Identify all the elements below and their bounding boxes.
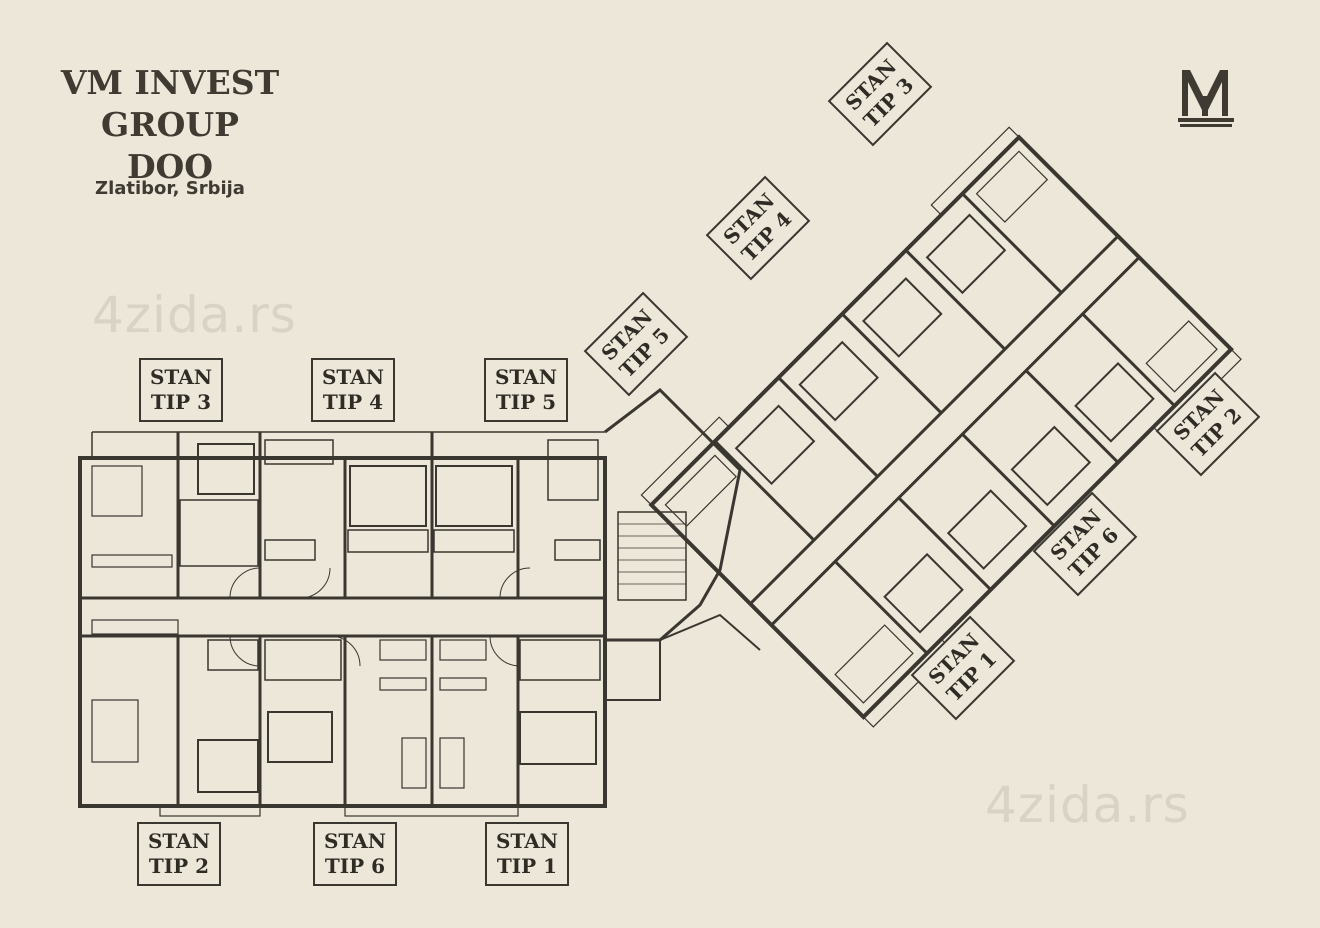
stan-label-line: STAN bbox=[495, 829, 559, 853]
stan-label-tip2-left: STAN TIP 2 bbox=[137, 822, 221, 886]
company-name-line: DOO bbox=[126, 147, 214, 186]
stan-label-line: TIP 4 bbox=[322, 390, 384, 414]
stan-label-tip1-left: STAN TIP 1 bbox=[485, 822, 569, 886]
company-name-line: VM INVEST bbox=[60, 63, 280, 102]
stan-label-tip6-left: STAN TIP 6 bbox=[313, 822, 397, 886]
stan-label-line: TIP 1 bbox=[496, 854, 558, 878]
stan-label-line: STAN bbox=[494, 365, 558, 389]
company-name: VM INVEST GROUP DOO bbox=[40, 62, 300, 188]
stan-label-line: STAN bbox=[149, 365, 213, 389]
left-building-outline bbox=[78, 456, 607, 808]
stan-label-line: STAN bbox=[323, 829, 387, 853]
stan-label-tip5-left: STAN TIP 5 bbox=[484, 358, 568, 422]
stan-label-line: TIP 6 bbox=[324, 854, 386, 878]
watermark: 4zida.rs bbox=[92, 286, 297, 344]
stan-label-line: TIP 3 bbox=[150, 390, 212, 414]
stan-label-line: STAN bbox=[147, 829, 211, 853]
vm-monogram-icon bbox=[1178, 70, 1234, 127]
watermark: 4zida.rs bbox=[985, 776, 1190, 834]
stan-label-line: STAN bbox=[321, 365, 385, 389]
stan-label-tip3-left: STAN TIP 3 bbox=[139, 358, 223, 422]
company-name-line: GROUP bbox=[101, 105, 239, 144]
stan-label-line: TIP 5 bbox=[495, 390, 557, 414]
stan-label-tip4-left: STAN TIP 4 bbox=[311, 358, 395, 422]
company-location: Zlatibor, Srbija bbox=[95, 178, 245, 199]
stan-label-line: TIP 2 bbox=[148, 854, 210, 878]
